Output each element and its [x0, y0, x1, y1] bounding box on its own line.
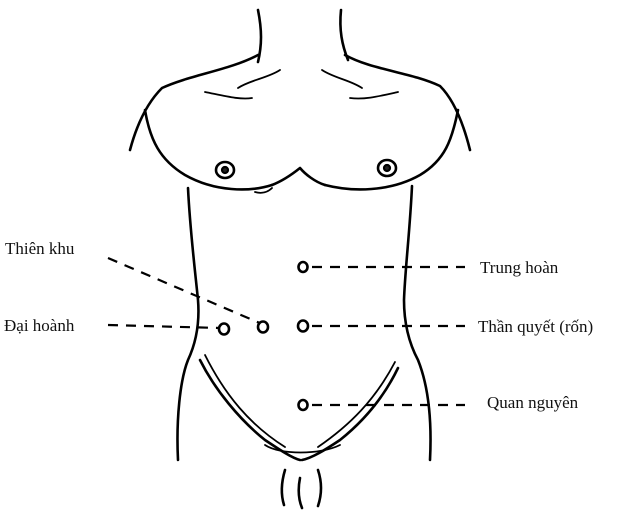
- left-pectoral-outline: [145, 110, 272, 189]
- point-trung-hoan: [299, 262, 308, 272]
- right-torso-outline: [404, 186, 431, 460]
- point-than-quyet: [298, 321, 308, 332]
- leader-thien-khu: [108, 258, 262, 324]
- left-torso-outline: [177, 188, 198, 460]
- neck-right-outline: [340, 10, 348, 60]
- left-neck-muscle: [238, 70, 280, 88]
- point-quan-nguyen: [299, 400, 308, 410]
- left-shoulder-outline: [130, 55, 258, 150]
- right-nipple-center: [384, 165, 390, 171]
- left-clavicle: [205, 92, 252, 99]
- left-nipple-center: [222, 167, 228, 173]
- groin-center: [299, 478, 302, 508]
- right-neck-muscle: [322, 70, 362, 88]
- groin-right: [318, 470, 321, 506]
- label-quan-nguyen: Quan nguyên: [487, 394, 578, 411]
- leader-dai-hoanh: [108, 325, 220, 328]
- right-pectoral-outline: [325, 110, 458, 189]
- point-dai-hoanh: [219, 324, 229, 335]
- label-than-quyet: Thần quyết (rốn): [478, 318, 593, 335]
- label-trung-hoan: Trung hoàn: [480, 259, 558, 276]
- label-dai-hoanh: Đại hoành: [4, 317, 74, 334]
- right-clavicle: [350, 92, 398, 99]
- label-thien-khu: Thiên khu: [5, 240, 74, 257]
- sternum-notch: [272, 168, 325, 185]
- point-thien-khu: [258, 322, 268, 333]
- left-inguinal-line: [205, 355, 285, 447]
- groin-left: [282, 470, 285, 505]
